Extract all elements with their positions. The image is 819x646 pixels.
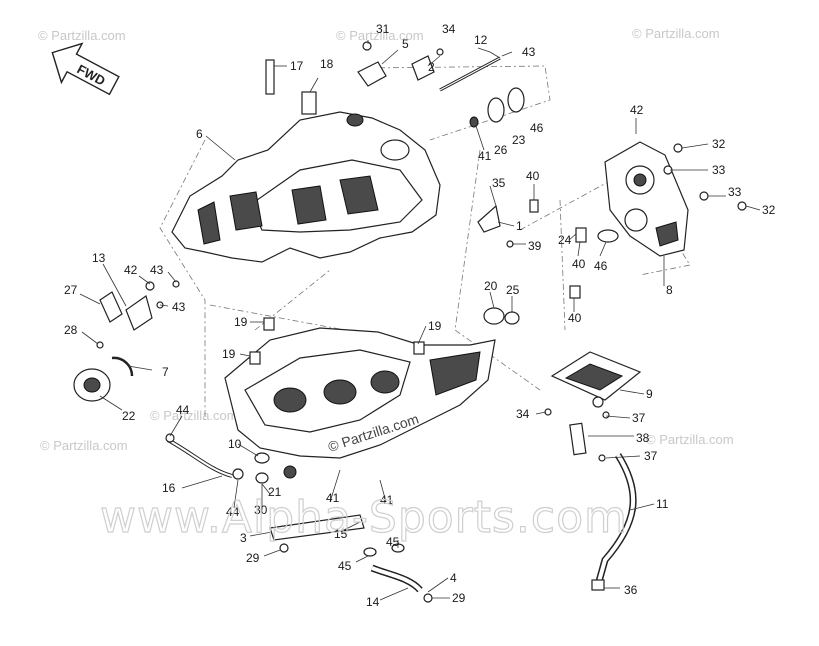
callout-c17: 17 (290, 59, 304, 73)
callout-c8: 8 (666, 283, 673, 297)
callout-c26: 26 (494, 143, 508, 157)
callout-c39: 39 (528, 239, 542, 253)
callout-c21: 21 (268, 485, 282, 499)
callout-c40b: 40 (572, 257, 586, 271)
small-parts (73, 41, 747, 603)
callout-c15: 15 (334, 527, 348, 541)
callout-c5: 5 (402, 37, 409, 51)
callout-c34b: 34 (516, 407, 530, 421)
callout-c14: 14 (366, 595, 380, 609)
callout-c45b: 45 (386, 535, 400, 549)
callout-c46a: 46 (530, 121, 544, 135)
callout-c3: 3 (240, 531, 247, 545)
callout-c40c: 40 (568, 311, 582, 325)
callout-c12: 12 (474, 33, 488, 47)
oil-hose (569, 422, 637, 591)
watermark-mid-left: © Partzilla.com (40, 438, 128, 453)
watermark-top-center: © Partzilla.com (336, 28, 424, 43)
callout-c16: 16 (162, 481, 176, 495)
callout-c32b: 32 (762, 203, 776, 217)
callout-c2: 2 (428, 60, 435, 74)
oil-strainer (550, 351, 642, 408)
callout-c4: 4 (450, 571, 457, 585)
callout-c41b: 41 (326, 491, 340, 505)
callout-c19b: 19 (222, 347, 236, 361)
callout-c45a: 45 (338, 559, 352, 573)
callout-c44a: 44 (176, 403, 190, 417)
callout-c42b: 42 (124, 263, 138, 277)
callout-c43c: 43 (172, 300, 186, 314)
lower-crankcase (224, 327, 496, 479)
callout-c35: 35 (492, 176, 506, 190)
forward-arrow-icon: FWD (51, 42, 120, 96)
callout-c23: 23 (512, 133, 526, 147)
callout-c43b: 43 (150, 263, 164, 277)
callout-c41c: 41 (380, 493, 394, 507)
callout-c22: 22 (122, 409, 136, 423)
callout-c43a: 43 (522, 45, 536, 59)
callout-c34a: 34 (442, 22, 456, 36)
callout-c1: 1 (516, 219, 523, 233)
callout-c28: 28 (64, 323, 78, 337)
watermark-top-left: © Partzilla.com (38, 28, 126, 43)
callout-c10: 10 (228, 437, 242, 451)
callout-c6: 6 (196, 127, 203, 141)
callout-c29b: 29 (452, 591, 466, 605)
callout-c31: 31 (376, 22, 390, 36)
callout-c18: 18 (320, 57, 334, 71)
callout-c44b: 44 (226, 505, 240, 519)
callout-c42a: 42 (630, 103, 644, 117)
callout-c25: 25 (506, 283, 520, 297)
shaft-pipe (439, 56, 501, 92)
watermark-lower-left: © Partzilla.com (150, 408, 238, 423)
callout-c36: 36 (624, 583, 638, 597)
callout-c41a: 41 (478, 149, 492, 163)
callout-c37a: 37 (632, 411, 646, 425)
callout-c7: 7 (162, 365, 169, 379)
callout-c27: 27 (64, 283, 78, 297)
callout-c40a: 40 (526, 169, 540, 183)
callout-c33a: 33 (712, 163, 726, 177)
callout-c19a: 19 (234, 315, 248, 329)
callout-c20: 20 (484, 279, 498, 293)
callout-c46b: 46 (594, 259, 608, 273)
callout-c32a: 32 (712, 137, 726, 151)
callout-c24: 24 (558, 233, 572, 247)
callout-c13: 13 (92, 251, 106, 265)
upper-crankcase (171, 111, 441, 263)
watermark-top-right: © Partzilla.com (632, 26, 720, 41)
watermark-mid-right: © Partzilla.com (646, 432, 734, 447)
callout-c29a: 29 (246, 551, 260, 565)
callout-c30: 30 (254, 503, 268, 517)
callout-c9: 9 (646, 387, 653, 401)
callout-c11: 11 (656, 497, 669, 511)
callout-c33b: 33 (728, 185, 742, 199)
callout-c38: 38 (636, 431, 650, 445)
leader-lines (79, 40, 761, 601)
watermark-big: www.Alpha-Sports.com (100, 492, 628, 543)
callout-c19c: 19 (428, 319, 442, 333)
callout-c37b: 37 (644, 449, 658, 463)
